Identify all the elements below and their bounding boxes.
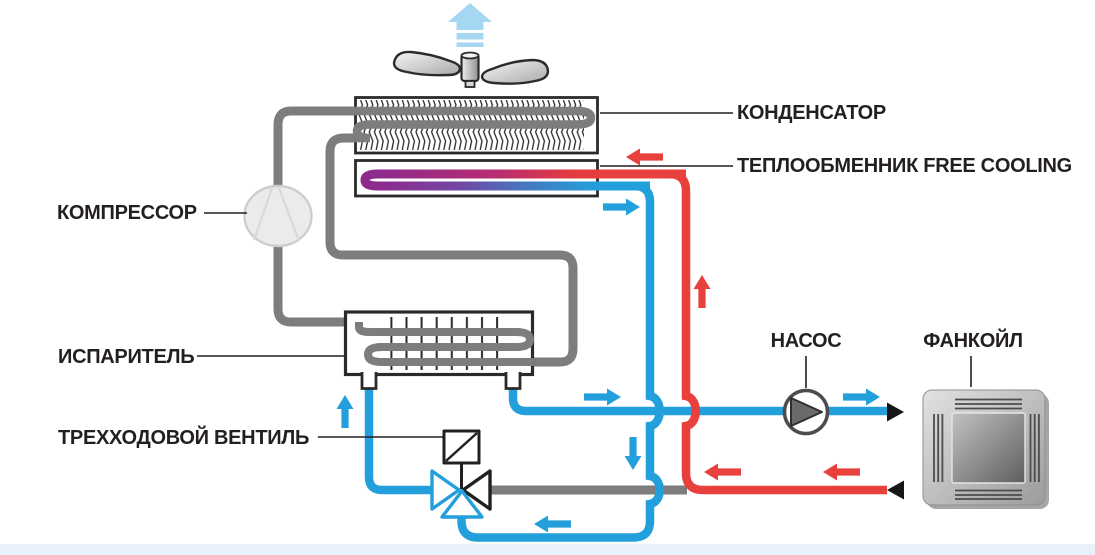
return-water-pipe [597,169,887,495]
airflow-up-icon [448,3,492,47]
leader-lines [197,112,972,438]
fan-icon [392,50,550,88]
label-three-way-valve: ТРЕХХОДОВОЙ ВЕНТИЛЬ [58,427,310,449]
arrow-left-return-right-icon [823,463,860,481]
label-fancoil: ФАНКОЙЛ [923,330,1023,352]
arrow-down-loop-icon [624,437,642,470]
return-connection-triangle [887,480,904,500]
arrow-left-hx-icon [626,148,663,166]
arrow-left-return-mid-icon [704,463,741,481]
label-pump: НАСОС [770,330,842,352]
chilled-water-pipes [364,388,887,495]
label-evaporator: ИСПАРИТЕЛЬ [58,346,195,368]
compressor-symbol [243,184,313,248]
supply-connection-triangle [887,402,904,422]
fancoil-symbol [922,389,1049,509]
arrow-right-after-pump-icon [843,388,880,406]
evaporator-symbol [343,310,535,377]
arrow-up-return-icon [693,275,711,308]
arrow-right-supply-icon [584,388,621,406]
pump-symbol [782,388,830,436]
arrow-right-hx-icon [603,198,640,216]
evaporator-legs [360,372,522,390]
label-free-cooling-heat-exchanger: ТЕПЛООБМЕННИК FREE COOLING [737,155,1072,177]
flow-arrows [336,148,880,533]
three-way-valve-symbol [430,429,492,519]
free-cooling-loop-pipe [457,181,664,542]
refrigerant-pipes [273,106,687,495]
label-compressor: КОМПРЕССОР [57,202,197,224]
label-condenser: КОНДЕНСАТОР [737,102,886,124]
condenser-symbol [352,96,599,155]
arrow-left-bottom-icon [534,515,571,533]
arrow-up-evaporator-icon [336,395,354,428]
bottom-background-strip [0,544,1095,555]
